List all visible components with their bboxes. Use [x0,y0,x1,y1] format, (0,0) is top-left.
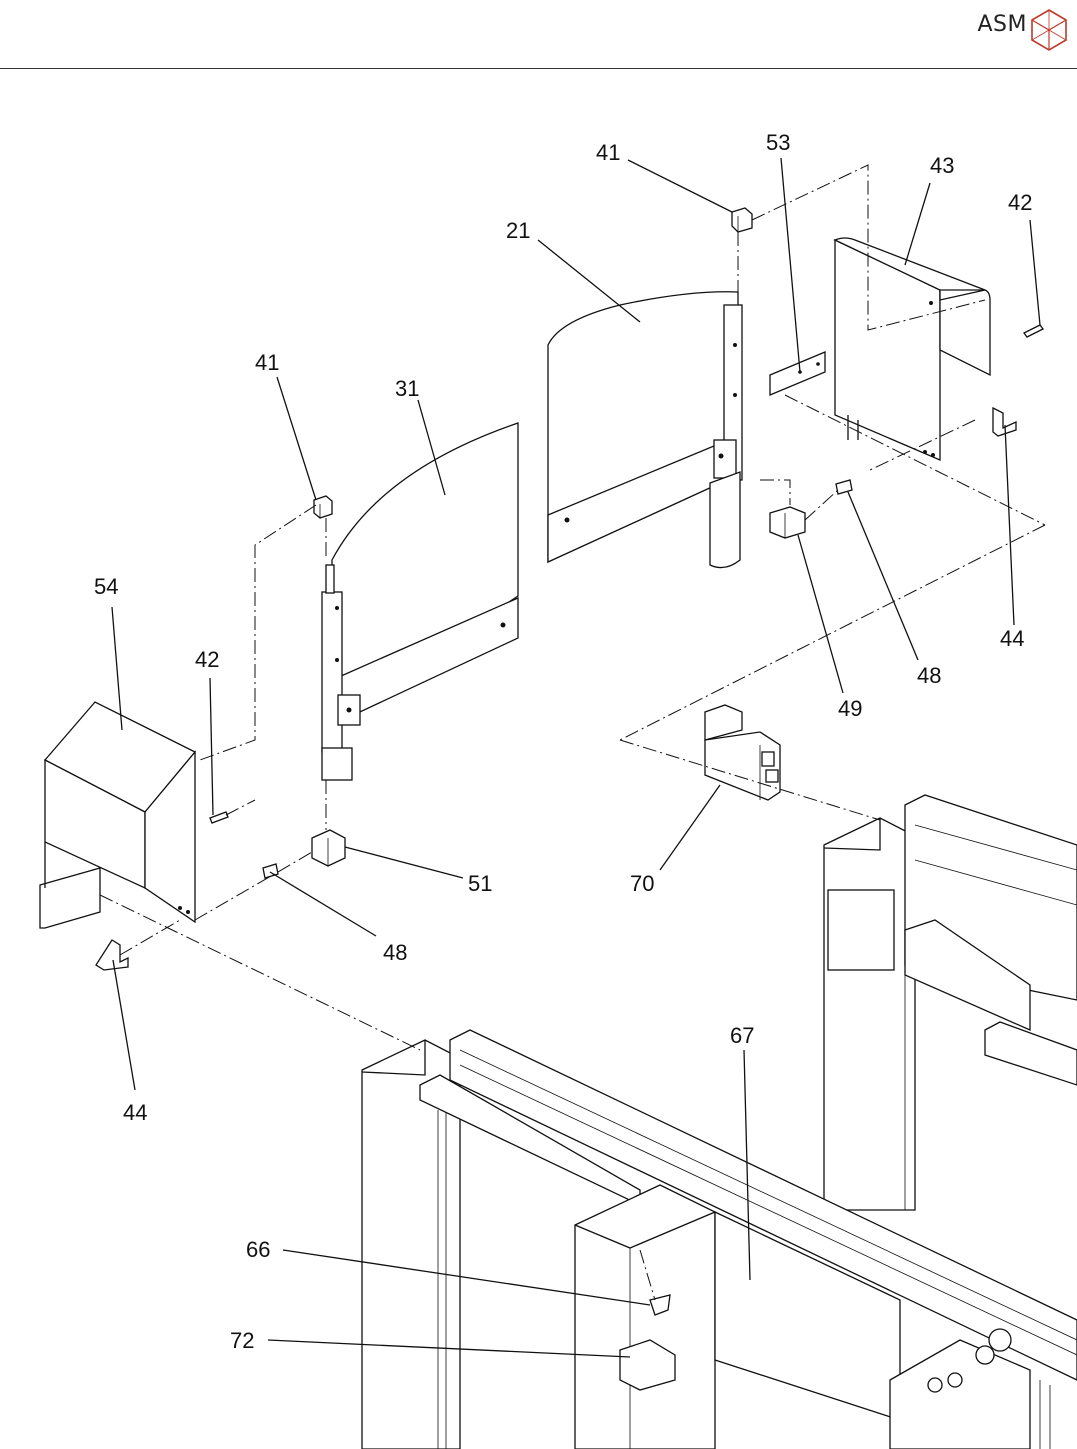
callout-70: 70 [630,871,654,896]
base-frame-main [362,1030,1077,1449]
callout-44-upper: 44 [1000,626,1024,651]
callout-48-lower: 48 [383,940,407,965]
callout-42-lower: 42 [195,647,219,672]
callout-48-upper: 48 [917,663,941,688]
callout-72: 72 [230,1328,254,1353]
part-48-screw-upper [836,480,852,494]
callout-54: 54 [94,574,118,599]
base-frame-right-tower [824,795,1077,1210]
callout-41-lower: 41 [255,350,279,375]
part-49-clamp [770,507,805,538]
part-31-panel [322,423,518,780]
part-54-cover [40,702,195,928]
callout-21: 21 [506,218,530,243]
callout-44-lower: 44 [123,1100,147,1125]
part-51-clamp [312,830,345,866]
part-44-bracket-lower [96,940,128,970]
part-43-cover [835,238,990,460]
part-41-block-upper [732,208,752,232]
callout-66: 66 [246,1237,270,1262]
part-44-bracket-upper [993,408,1016,436]
callout-67: 67 [730,1023,754,1048]
part-21-panel [548,292,742,568]
callout-49: 49 [838,696,862,721]
callout-53: 53 [766,130,790,155]
callout-31: 31 [395,376,419,401]
callout-43: 43 [930,153,954,178]
callout-42-upper: 42 [1008,190,1032,215]
part-53-strip [770,352,825,395]
callout-51: 51 [468,871,492,896]
callout-41-upper: 41 [596,140,620,165]
part-42-pin-upper [1024,325,1043,337]
part-41-block-lower [314,496,332,518]
